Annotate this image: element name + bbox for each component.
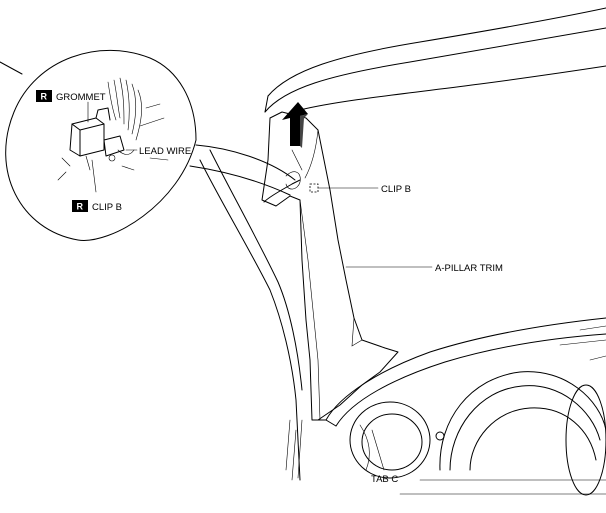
roof-lining [264,7,606,119]
replace-badge-text: R [77,202,84,212]
removal-arrow-icon [282,102,308,148]
clip-b-detail-text: CLIP B [92,202,122,213]
a-pillar-trim [261,111,399,421]
a-pillar-trim-label: A-PILLAR TRIM [435,263,503,274]
dashboard [317,317,606,496]
detail-callout [0,50,296,241]
grommet-text: GROMMET [56,92,106,103]
replace-badge-clip-b [72,200,88,212]
clip-b-label: CLIP B [381,184,411,195]
tab-c-label: TAB C [371,474,398,485]
clip-b-detail-label: R CLIP B [72,200,122,213]
leader-lines [87,101,433,471]
replace-badge-grommet [36,90,52,102]
lead-wire-label: LEAD WIRE [139,146,191,157]
replace-badge-text: R [41,92,48,102]
grommet-label: R GROMMET [36,90,106,103]
door-frame [199,149,303,481]
